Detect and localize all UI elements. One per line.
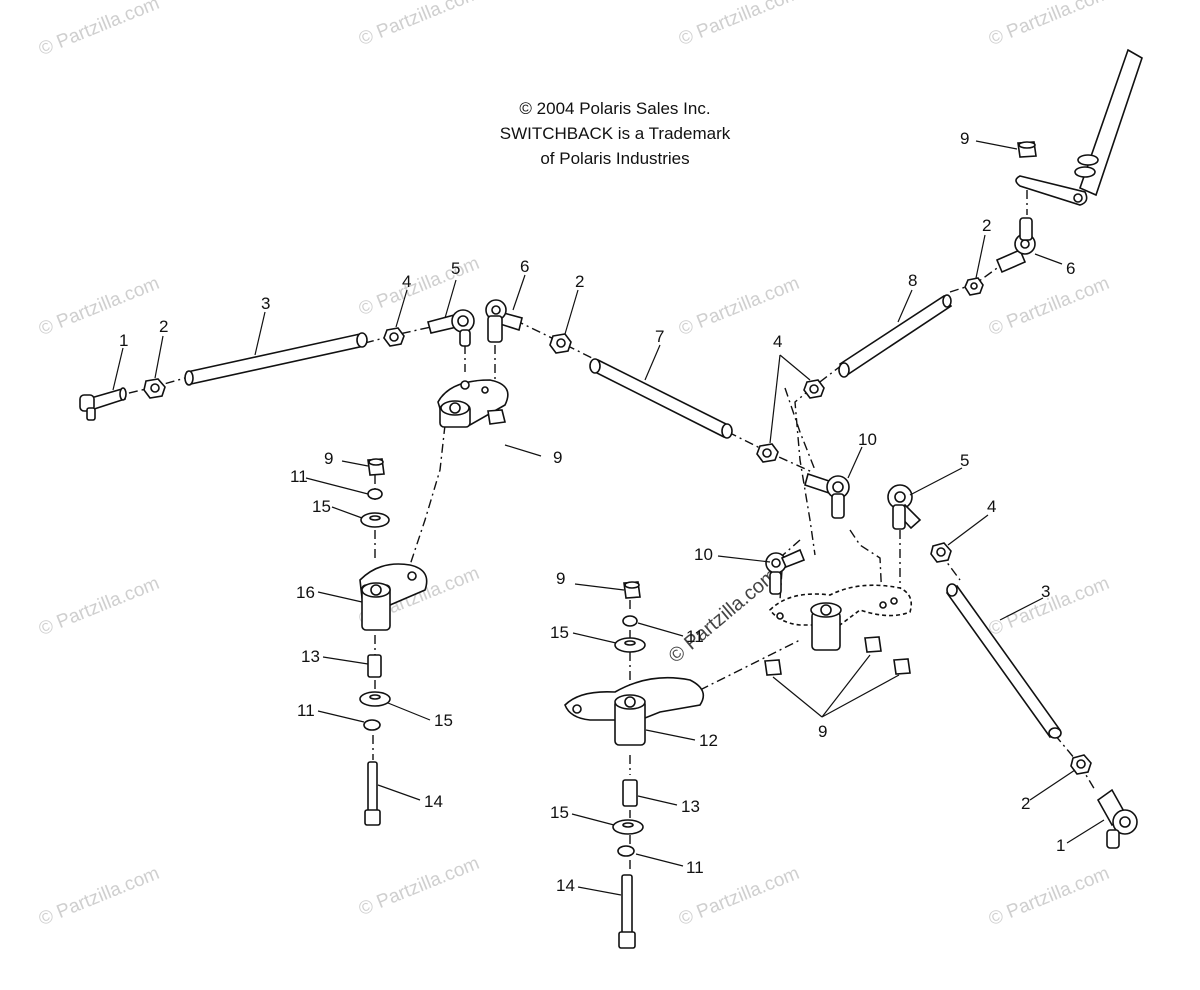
lock-nut <box>893 658 911 675</box>
spacer <box>622 779 638 807</box>
callout-4: 4 <box>402 272 411 291</box>
jam-nut <box>1070 754 1092 775</box>
trademark-line: SWITCHBACK is a Trademark <box>499 124 731 143</box>
callout-1: 1 <box>1056 836 1065 855</box>
copyright-line: © 2004 Polaris Sales Inc. <box>519 99 711 118</box>
jam-nut <box>930 542 952 563</box>
callout-2: 2 <box>575 272 584 291</box>
bolt <box>618 874 636 949</box>
callout-14: 14 <box>556 876 575 895</box>
rod-end <box>804 472 850 519</box>
tie-rod-end-ball <box>427 309 475 347</box>
tie-rod-center <box>589 358 733 439</box>
callout-13: 13 <box>681 797 700 816</box>
callout-12: 12 <box>699 731 718 750</box>
bushing-washer <box>614 637 646 653</box>
tie-rod-end-socket <box>485 299 523 343</box>
callout-9: 9 <box>818 722 827 741</box>
callout-6: 6 <box>1066 259 1075 278</box>
jam-nut <box>383 327 405 347</box>
spacer <box>367 654 382 678</box>
idler-arm-upper-left <box>437 379 509 428</box>
tie-rod-end-socket <box>995 217 1036 274</box>
jam-nut <box>549 333 572 354</box>
lock-nut <box>1017 141 1037 158</box>
lock-nut <box>367 458 385 476</box>
callout-9: 9 <box>556 569 565 588</box>
lock-nut <box>764 659 782 676</box>
callout-14: 14 <box>424 792 443 811</box>
tie-rod-upper-right <box>838 294 953 378</box>
callout-15: 15 <box>550 803 569 822</box>
washer-small <box>363 719 381 731</box>
callout-10: 10 <box>694 545 713 564</box>
callout-11: 11 <box>686 627 704 646</box>
bolt <box>364 761 381 826</box>
tie-rod-end-socket <box>887 484 922 530</box>
copyright-notice: © 2004 Polaris Sales Inc. SWITCHBACK is … <box>480 96 750 171</box>
jam-nut <box>143 378 166 399</box>
callout-3: 3 <box>261 294 270 313</box>
idler-arm-right <box>768 584 913 651</box>
callout-5: 5 <box>960 451 969 470</box>
bushing-washer <box>359 691 391 707</box>
callout-11: 11 <box>686 858 704 877</box>
callout-4: 4 <box>987 497 996 516</box>
leader-lines <box>112 140 1105 896</box>
bushing-washer <box>612 819 644 835</box>
callout-6: 6 <box>520 257 529 276</box>
callouts: 1 2 3 4 5 6 2 7 4 8 2 6 9 10 10 5 4 3 2 … <box>119 129 1075 895</box>
callout-15: 15 <box>434 711 453 730</box>
bushing-washer <box>360 512 390 528</box>
steering-arm-center <box>564 676 705 746</box>
callout-9: 9 <box>960 129 969 148</box>
lock-nut <box>487 409 506 425</box>
callout-5: 5 <box>451 259 460 278</box>
callout-13: 13 <box>301 647 320 666</box>
lock-nut <box>864 636 882 653</box>
jam-nut <box>803 379 825 399</box>
callout-11: 11 <box>290 467 308 486</box>
assembly-lines <box>91 190 1096 872</box>
callout-15: 15 <box>550 623 569 642</box>
callout-2: 2 <box>982 216 991 235</box>
callout-11: 11 <box>297 701 315 720</box>
callout-9: 9 <box>553 448 562 467</box>
steering-arm-lower-left <box>359 563 428 631</box>
rod-end <box>765 548 806 595</box>
lock-nut <box>623 581 641 599</box>
callout-1: 1 <box>119 331 128 350</box>
callout-2: 2 <box>159 317 168 336</box>
callout-8: 8 <box>908 271 917 290</box>
washer-small <box>622 615 638 627</box>
callout-2: 2 <box>1021 794 1030 813</box>
jam-nut <box>756 443 779 463</box>
washer-small <box>617 845 635 857</box>
callout-3: 3 <box>1041 582 1050 601</box>
tie-rod-left <box>184 332 368 386</box>
jam-nut <box>964 277 984 296</box>
callout-10: 10 <box>858 430 877 449</box>
trademark-owner-line: of Polaris Industries <box>540 149 690 168</box>
washer-small <box>367 488 383 500</box>
tie-rod-end-left <box>79 387 127 421</box>
callout-7: 7 <box>655 327 664 346</box>
callout-16: 16 <box>296 583 315 602</box>
steering-post <box>1015 48 1143 206</box>
tie-rod-right <box>945 583 1062 739</box>
callout-9: 9 <box>324 449 333 468</box>
tie-rod-end-right <box>1096 788 1138 849</box>
callout-4: 4 <box>773 332 782 351</box>
callout-15: 15 <box>312 497 331 516</box>
